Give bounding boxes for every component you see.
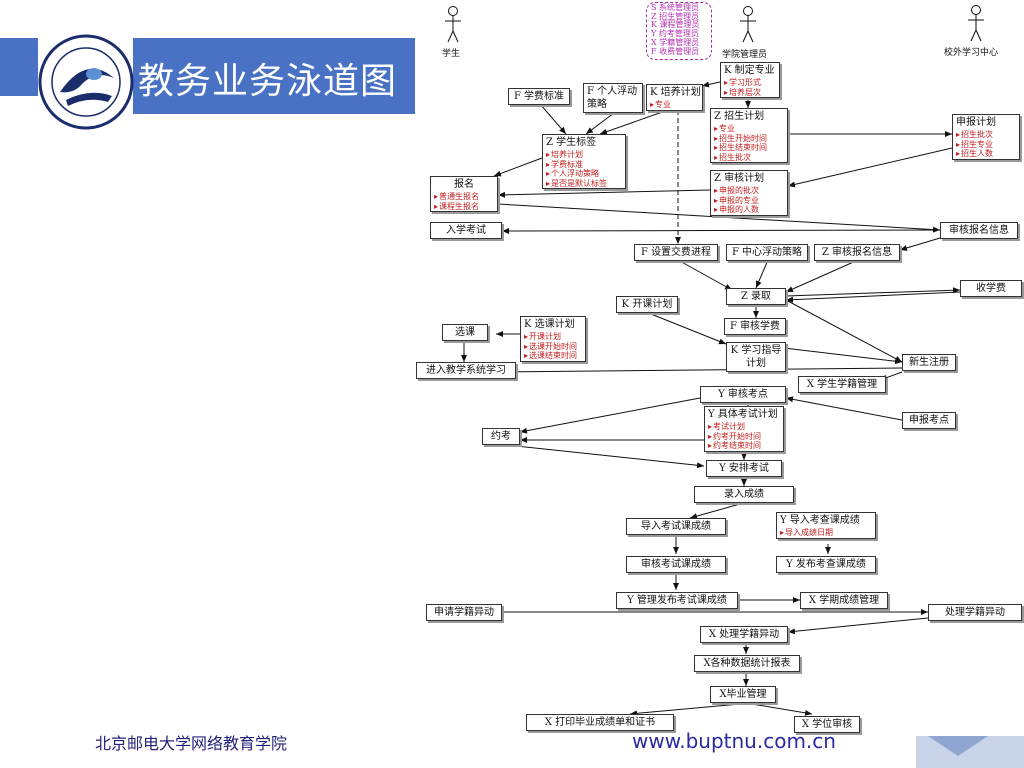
node-xuanke-student[interactable]: 选课 — [442, 324, 488, 341]
corner-triangle-icon — [928, 736, 988, 756]
role-item: Z 招生管理员 — [651, 11, 700, 21]
node-shou-xuefei[interactable]: 收学费 — [960, 280, 1022, 297]
node-luru-chengji[interactable]: 录入成绩 — [694, 486, 794, 503]
actor-center-label: 校外学习中心 — [944, 48, 999, 58]
node-shenhe-jihua[interactable]: Z 审核计划申报的批次申报的专业申报的人数 — [710, 170, 788, 216]
school-logo — [38, 34, 134, 130]
role-item: Y 约考管理员 — [651, 29, 699, 39]
node-yuekao[interactable]: 约考 — [482, 428, 520, 445]
actor-student-label: 学生 — [442, 49, 461, 59]
node-juti-kaoshi[interactable]: Y 具体考试计划考试计划约考开始时间约考结束时间 — [704, 406, 784, 452]
node-shenhe-kaodian[interactable]: Y 审核考点 — [700, 386, 786, 403]
node-kaike-jihua[interactable]: K 开课计划 — [616, 296, 678, 313]
node-daoru-kaoshi[interactable]: 导入考试课成绩 — [626, 518, 726, 535]
node-chuli-yidong-center[interactable]: 处理学籍异动 — [928, 604, 1022, 621]
header-title-bar — [133, 38, 415, 114]
node-baoming[interactable]: 报名普通生报名课程生报名 — [430, 176, 498, 212]
footer-institution: 北京邮电大学网络教育学院 — [95, 734, 288, 753]
node-guanli-fabu[interactable]: Y 管理发布考试课成绩 — [616, 592, 738, 609]
node-shuju-tongji[interactable]: X各种数据统计报表 — [694, 655, 800, 672]
node-zhongxin-fudong[interactable]: F 中心浮动策略 — [726, 244, 808, 261]
node-dayin-zhengshu[interactable]: X 打印毕业成绩单和证书 — [526, 714, 674, 731]
node-shezhi-jiaofei[interactable]: F 设置交费进程 — [634, 244, 718, 261]
node-zshenhe-baoming[interactable]: Z 审核报名信息 — [814, 244, 900, 261]
node-anpai-kaoshi[interactable]: Y 安排考试 — [706, 460, 782, 477]
node-shenbao-kaodian[interactable]: 申报考点 — [902, 412, 956, 429]
node-xuanke-jihua[interactable]: K 选课计划开课计划选课开始时间选课结束时间 — [520, 316, 586, 362]
actor-student-figure — [445, 6, 461, 43]
node-xueji-guanli[interactable]: X 学生学籍管理 — [798, 376, 886, 393]
role-item: F 收费管理员 — [651, 46, 700, 56]
node-ruxue-kaoshi[interactable]: 入学考试 — [430, 222, 502, 239]
node-shenhe-kaoshi[interactable]: 审核考试课成绩 — [626, 556, 726, 573]
actor-admin-figure — [740, 6, 756, 43]
node-chuli-yidong[interactable]: X 处理学籍异动 — [700, 626, 788, 643]
node-daoru-kaocha[interactable]: Y 导入考查课成绩导入成绩日期 — [776, 512, 876, 539]
node-peiyang-jihua[interactable]: K 培养计划专业 — [646, 84, 703, 111]
header-left-bar — [0, 38, 38, 96]
node-zhaosheng-jihua[interactable]: Z 招生计划专业招生开始时间招生结束时间招生批次 — [710, 108, 788, 163]
node-shenhe-baoming-center[interactable]: 审核报名信息 — [940, 222, 1018, 239]
node-xuefei-biaozhun[interactable]: F 学费标准 — [508, 88, 570, 105]
roles-legend: S 系统管理员 Z 招生管理员 K 课程管理员 Y 约考管理员 X 学籍管理员 … — [646, 2, 712, 60]
node-shenqing-yidong[interactable]: 申请学籍异动 — [426, 604, 502, 621]
node-shenhe-xuefei[interactable]: F 审核学费 — [724, 318, 786, 335]
role-item: S 系统管理员 — [651, 3, 700, 12]
node-xuexi-zhidao[interactable]: K 学习指导计划 — [726, 342, 786, 372]
page-title: 教务业务泳道图 — [138, 61, 398, 102]
node-jinru-jiaoxue[interactable]: 进入教学系统学习 — [416, 362, 516, 379]
node-xuesheng-biaoqian[interactable]: Z 学生标签培养计划学费标准个人浮动策略是否是默认标签 — [542, 134, 626, 189]
node-xuewei-shenhe[interactable]: X 学位审核 — [794, 716, 860, 733]
actor-admin-label: 学院管理员 — [722, 50, 768, 60]
node-xinsheng-zhuce[interactable]: 新生注册 — [902, 354, 956, 371]
role-item: K 课程管理员 — [651, 20, 700, 30]
node-geren-fudong[interactable]: F 个人浮动策略 — [583, 83, 643, 113]
node-biye-guanli[interactable]: X毕业管理 — [710, 686, 776, 703]
role-item: X 学籍管理员 — [651, 37, 700, 47]
node-shenbao-jihua[interactable]: 申报计划招生批次招生专业招生人数 — [952, 114, 1020, 160]
node-zhiding-zhuanye[interactable]: K 制定专业学习形式培养层次 — [720, 62, 780, 98]
node-xueqi-chengji[interactable]: X 学期成绩管理 — [800, 592, 888, 609]
node-luqu[interactable]: Z 录取 — [726, 288, 786, 305]
node-fabu-kaocha[interactable]: Y 发布考查课成绩 — [776, 556, 876, 573]
actor-center-figure — [968, 5, 984, 42]
footer-website-link[interactable]: www.buptnu.com.cn — [632, 729, 836, 753]
